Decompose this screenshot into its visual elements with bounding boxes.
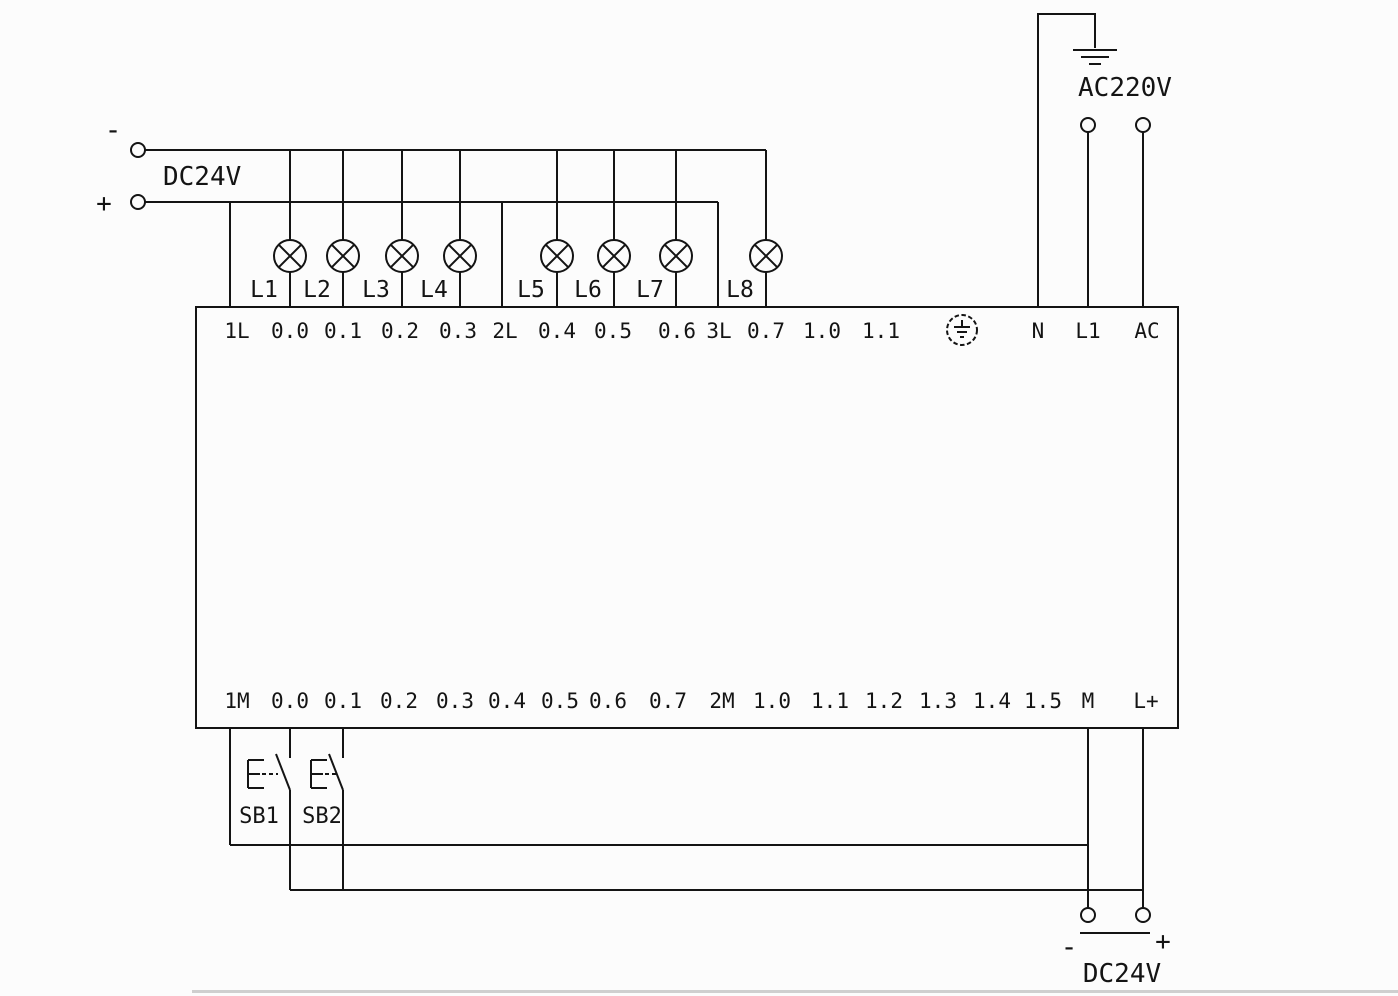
lamp-label-L4: L4 xyxy=(420,277,448,303)
lamp-label-L3: L3 xyxy=(362,277,390,303)
plc-top-terminal-1.0: 1.0 xyxy=(803,319,841,343)
output-lamps: L1 L2 L3 L4 L5 L6 L7 L8 xyxy=(250,150,783,307)
plc-bottom-terminal-1M: 1M xyxy=(224,689,249,713)
lamp-label-L5: L5 xyxy=(517,277,545,303)
plc-bottom-terminal-0.6: 0.6 xyxy=(589,689,627,713)
lamp-label-L7: L7 xyxy=(636,277,664,303)
plc-bottom-terminal-0.1: 0.1 xyxy=(324,689,362,713)
lamp-cross-stroke xyxy=(663,243,689,269)
plc-bottom-terminal-1.5: 1.5 xyxy=(1024,689,1062,713)
pushbutton-SB1: SB1 xyxy=(239,728,291,890)
plc-body xyxy=(195,306,1179,729)
dc24v-bottom-minus-label: - xyxy=(1061,930,1078,963)
lamp-L8: L8 xyxy=(726,150,783,307)
pushbutton-sb1-label: SB1 xyxy=(239,804,279,829)
plc-bottom-terminal-0.4: 0.4 xyxy=(488,689,526,713)
plc-top-terminal-0.1: 0.1 xyxy=(324,319,362,343)
protective-earth-terminal-icon xyxy=(946,314,978,346)
plc-top-terminal-3L: 3L xyxy=(706,319,731,343)
plc-top-terminal-labels: 1L 0.0 0.1 0.2 0.3 2L 0.4 0.5 0.6 3L 0.7 1.0 1.1 N L1 A… xyxy=(224,319,1159,343)
plc-top-terminal-L1: L1 xyxy=(1075,319,1100,343)
pushbutton-SB2: SB2 xyxy=(302,728,344,890)
lamp-L6: L6 xyxy=(574,150,631,307)
sb1-contact-blade xyxy=(275,753,291,791)
wire-N-to-earth xyxy=(1037,13,1096,307)
dc24v-bottom-plus-label: + xyxy=(1155,927,1171,957)
lamp-L2: L2 xyxy=(303,150,360,307)
lamp-cross-stroke xyxy=(753,243,779,269)
plc-bottom-terminal-1.2: 1.2 xyxy=(865,689,903,713)
pushbutton-sb2-label: SB2 xyxy=(302,804,342,829)
plc-bottom-terminal-0.5: 0.5 xyxy=(541,689,579,713)
window-edge-artifact xyxy=(192,990,1398,993)
dc24v-top-plus-terminal xyxy=(130,194,146,210)
plc-bottom-terminal-0.2: 0.2 xyxy=(380,689,418,713)
plc-bottom-terminal-2M: 2M xyxy=(709,689,734,713)
lamp-label-L1: L1 xyxy=(250,277,278,303)
lamp-L3: L3 xyxy=(362,150,419,307)
plc-top-terminal-0.6: 0.6 xyxy=(658,319,696,343)
earth-terminal-ring xyxy=(946,314,978,346)
lamp-cross-stroke xyxy=(544,243,570,269)
dc24v-top-plus-label: + xyxy=(96,189,112,219)
plc-bottom-terminal-labels: 1M 0.0 0.1 0.2 0.3 0.4 0.5 0.6 0.7 2M 1.0 1.1 1.2 1.3… xyxy=(224,689,1158,713)
ac220v-label: AC220V xyxy=(1078,73,1172,103)
lamp-cross-stroke xyxy=(601,243,627,269)
dc24v-bottom-label: DC24V xyxy=(1083,959,1161,989)
lamp-cross-stroke xyxy=(277,243,303,269)
lamp-label-L2: L2 xyxy=(303,277,331,303)
plc-top-terminal-2L: 2L xyxy=(492,319,517,343)
lamp-L4: L4 xyxy=(420,150,477,307)
dc24v-top-minus-label: - xyxy=(105,113,122,146)
dc24v-top-minus-terminal xyxy=(130,142,146,158)
plc-bottom-terminal-0.7: 0.7 xyxy=(649,689,687,713)
lamp-label-L6: L6 xyxy=(574,277,602,303)
dc24v-top-label: DC24V xyxy=(163,162,241,192)
wiring xyxy=(130,13,1179,934)
plc-bottom-terminal-1.0: 1.0 xyxy=(753,689,791,713)
lamp-label-L8: L8 xyxy=(726,277,754,303)
plc-bottom-terminal-1.3: 1.3 xyxy=(919,689,957,713)
lamp-L5: L5 xyxy=(517,150,574,307)
plc-top-terminal-0.0: 0.0 xyxy=(271,319,309,343)
plc-bottom-terminal-M: M xyxy=(1082,689,1095,713)
lamp-cross-stroke xyxy=(389,243,415,269)
lamp-L7: L7 xyxy=(636,150,693,307)
plc-top-terminal-0.3: 0.3 xyxy=(439,319,477,343)
plc-top-terminal-AC: AC xyxy=(1134,319,1159,343)
plc-top-terminal-1.1: 1.1 xyxy=(862,319,900,343)
plc-top-terminal-0.7: 0.7 xyxy=(747,319,785,343)
lamp-L1: L1 xyxy=(250,150,307,307)
lamp-cross-stroke xyxy=(330,243,356,269)
plc-top-terminal-0.4: 0.4 xyxy=(538,319,576,343)
ac220v-terminal-1 xyxy=(1080,117,1096,133)
plc-bottom-terminal-1.4: 1.4 xyxy=(973,689,1011,713)
lamp-cross-stroke xyxy=(447,243,473,269)
plc-top-terminal-0.5: 0.5 xyxy=(594,319,632,343)
plc-top-terminal-0.2: 0.2 xyxy=(381,319,419,343)
plc-bottom-terminal-0.3: 0.3 xyxy=(436,689,474,713)
sb2-contact-blade xyxy=(328,753,344,791)
ac220v-terminal-2 xyxy=(1135,117,1151,133)
plc-bottom-terminal-L+: L+ xyxy=(1133,689,1158,713)
plc-top-terminal-1L: 1L xyxy=(224,319,249,343)
plc-bottom-terminal-0.0: 0.0 xyxy=(271,689,309,713)
plc-top-terminal-N: N xyxy=(1032,319,1045,343)
dc24v-bottom-minus-terminal xyxy=(1080,907,1096,923)
dc24v-bottom-plus-terminal xyxy=(1135,907,1151,923)
plc-bottom-terminal-1.1: 1.1 xyxy=(811,689,849,713)
